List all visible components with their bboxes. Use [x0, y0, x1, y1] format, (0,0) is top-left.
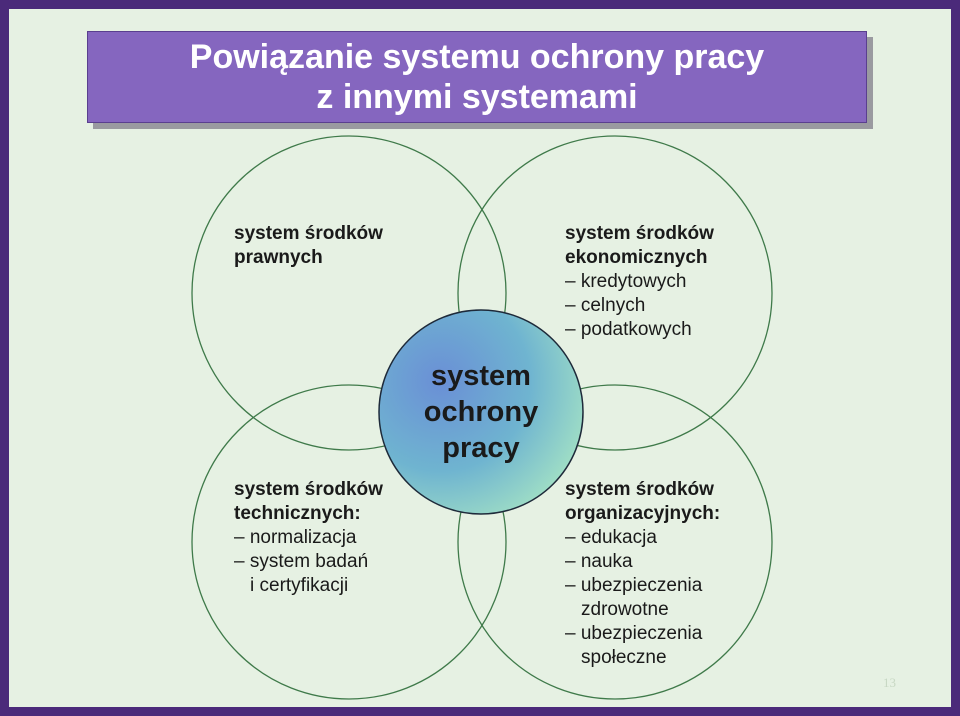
- organizational-heading-1: system środków: [565, 479, 714, 500]
- technical-item: – system badań: [234, 551, 369, 572]
- organizational-heading-2: organizacyjnych:: [565, 503, 721, 524]
- organizational-item: – ubezpieczenia: [565, 575, 703, 596]
- economic-item: – podatkowych: [565, 319, 692, 340]
- economic-heading-1: system środków: [565, 223, 714, 244]
- page-number: 13: [883, 675, 896, 690]
- title-line-1: Powiązanie systemu ochrony pracy: [189, 38, 765, 76]
- economic-heading-2: ekonomicznych: [565, 247, 708, 268]
- center-line-1: system: [431, 360, 531, 392]
- organizational-item: zdrowotne: [581, 599, 669, 620]
- center-line-2: ochrony: [423, 396, 539, 428]
- technical-item: i certyfikacji: [250, 575, 349, 596]
- circle-top-left: [191, 135, 507, 451]
- economic-item: – celnych: [565, 295, 646, 316]
- economic-item: – kredytowych: [565, 271, 687, 292]
- organizational-item: – edukacja: [565, 527, 657, 548]
- slide: Powiązanie systemu ochrony pracy z innym…: [9, 9, 951, 707]
- center-label: system ochrony pracy: [376, 312, 586, 512]
- title-banner: Powiązanie systemu ochrony pracy z innym…: [87, 31, 867, 123]
- center-line-3: pracy: [442, 432, 520, 464]
- technical-heading-1: system środków: [234, 479, 383, 500]
- block-organizational: system środków organizacyjnych: – edukac…: [565, 478, 720, 670]
- organizational-item: społeczne: [581, 647, 667, 668]
- organizational-item: – ubezpieczenia: [565, 623, 703, 644]
- technical-item: – normalizacja: [234, 527, 357, 548]
- block-technical: system środków technicznych: – normaliza…: [234, 478, 383, 598]
- circle-bottom-left: [191, 384, 507, 700]
- title-line-2: z innymi systemami: [316, 78, 638, 116]
- legal-heading-2: prawnych: [234, 247, 323, 268]
- technical-heading-2: technicznych:: [234, 503, 361, 524]
- organizational-item: – nauka: [565, 551, 633, 572]
- circle-top-right: [457, 135, 773, 451]
- circle-bottom-right: [457, 384, 773, 700]
- venn-diagram: [191, 135, 773, 700]
- circle-center: [378, 309, 584, 515]
- block-economic: system środków ekonomicznych – kredytowy…: [565, 222, 714, 342]
- block-legal: system środków prawnych: [234, 222, 383, 270]
- legal-heading-1: system środków: [234, 223, 383, 244]
